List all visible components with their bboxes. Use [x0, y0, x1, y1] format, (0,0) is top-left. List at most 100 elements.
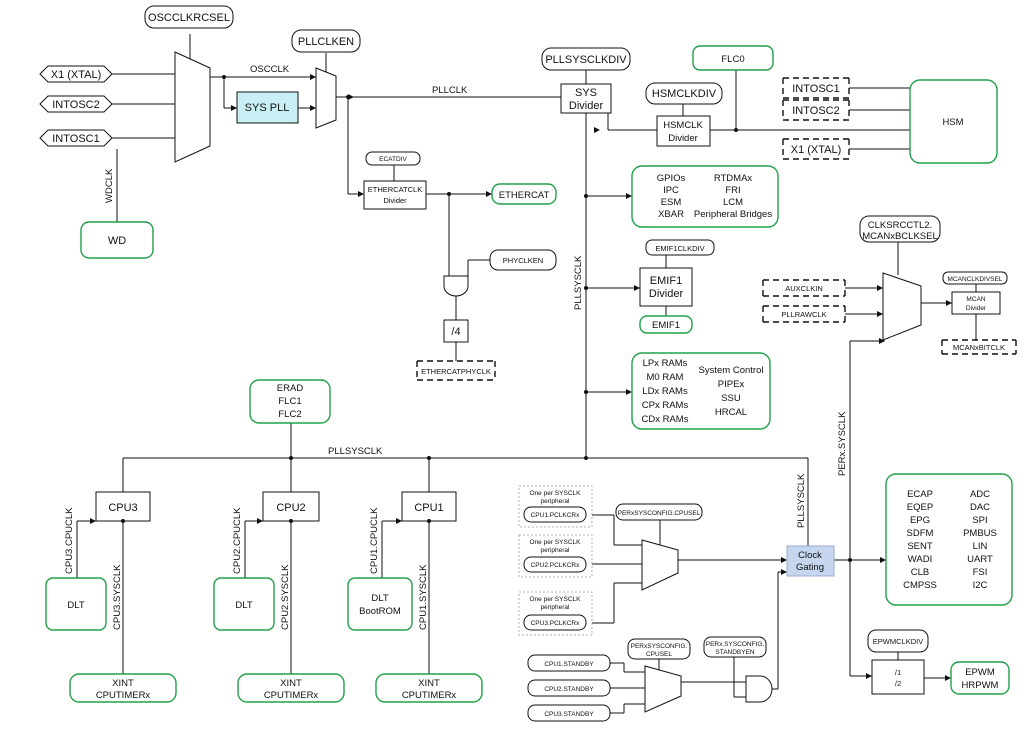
hsm-intosc2-input: INTOSC2 [782, 99, 850, 121]
flc0-peripheral: FLC0 [692, 45, 774, 71]
svg-text:XBAR: XBAR [658, 209, 684, 220]
svg-text:INTOSC1: INTOSC1 [52, 133, 99, 145]
svg-text:CPU2.STANDBY: CPU2.STANDBY [544, 686, 594, 693]
cpu3-dlt: DLT [45, 577, 107, 631]
svg-text:FSI: FSI [973, 567, 988, 578]
cpu2-cpuclk-label: CPU2.CPUCLK [232, 507, 243, 574]
svg-text:CMPSS: CMPSS [903, 580, 937, 591]
svg-text:SDFM: SDFM [907, 528, 934, 539]
svg-text:ADC: ADC [970, 489, 990, 500]
svg-text:EMIF1CLKDIV: EMIF1CLKDIV [655, 244, 704, 253]
svg-text:EPG: EPG [910, 515, 930, 526]
svg-text:XINT: XINT [418, 678, 440, 689]
mcan-clk-div-sel-label: MCANCLKDIVSEL [942, 271, 1008, 285]
per-sysconfig-cpusel-label: PERxSYSCONFIG.CPUSEL [615, 503, 703, 521]
cpu1-standby-label: CPU1.STANDBY [527, 654, 611, 672]
hsm-x1-xtal-input: X1 (XTAL) [782, 138, 850, 160]
svg-text:EMIF1: EMIF1 [650, 275, 682, 287]
svg-text:SENT: SENT [907, 541, 933, 552]
input-intosc2: INTOSC2 [39, 95, 113, 113]
cpu2-standby-label: CPU2.STANDBY [527, 679, 611, 697]
cpu1-cpuclk-label: CPU1.CPUCLK [369, 507, 380, 574]
svg-text:XINT: XINT [112, 678, 134, 689]
svg-text:LDx RAMs: LDx RAMs [642, 386, 688, 397]
ethercat-peripheral: ETHERCAT [491, 183, 557, 205]
svg-text:Clock: Clock [798, 550, 822, 561]
pll-sysclk-vertical-label: PLLSYSCLK [573, 255, 584, 310]
svg-text:IPC: IPC [663, 185, 679, 196]
clk-src-ctl2-label: CLKSRCCTL2. MCANxBCLKSEL [859, 215, 941, 243]
svg-text:Divider: Divider [668, 133, 698, 144]
pll-sysclk-gating-label: PLLSYSCLK [796, 473, 807, 528]
cpu2-xint: XINT CPUTIMERx [237, 673, 345, 703]
hsm-peripheral: HSM [909, 79, 998, 164]
gpio-peripheral-group: GPIOs IPC ESM XBAR RTDMAx FRI LCM Periph… [631, 165, 779, 228]
svg-text:MCANxBITCLK: MCANxBITCLK [953, 343, 1005, 352]
svg-text:CDx RAMs: CDx RAMs [642, 414, 689, 425]
svg-text:ETHERCAT: ETHERCAT [499, 190, 550, 201]
pll-clk-signal-label: PLLCLK [432, 85, 468, 96]
cpu1-block: CPU1 [401, 491, 457, 522]
svg-text:HSMCLKDIV: HSMCLKDIV [652, 88, 717, 100]
svg-text:ERAD: ERAD [277, 383, 304, 394]
svg-text:BootROM: BootROM [359, 606, 401, 617]
hsm-divider-block: HSMCLK Divider [656, 115, 711, 147]
per-sysconfig-cpusel2-label: PERxSYSCONFIG. CPUSEL [627, 638, 691, 660]
svg-text:CPU1: CPU1 [414, 502, 443, 514]
sys-pll-block: SYS PLL [236, 91, 299, 124]
svg-text:HSMCLK: HSMCLK [663, 120, 703, 131]
svg-text:/2: /2 [895, 679, 901, 688]
cpu1-dlt-bootrom: DLT BootROM [347, 577, 413, 631]
svg-text:System Control: System Control [699, 365, 764, 376]
svg-text:MCANCLKDIVSEL: MCANCLKDIVSEL [948, 276, 1003, 283]
epwm-divider-block: /1 /2 [871, 659, 925, 695]
sys-divider-block: SYS Divider [560, 83, 612, 114]
svg-text:Gating: Gating [796, 562, 824, 573]
ram-peripheral-group: LPx RAMs M0 RAM LDx RAMs CPx RAMs CDx RA… [631, 352, 771, 430]
ecat-div-label: ECATDIV [365, 151, 421, 166]
oscclk-mux [174, 51, 211, 163]
auxclkin-input: AUXCLKIN [762, 279, 846, 297]
svg-text:CPU3.STANDBY: CPU3.STANDBY [544, 711, 594, 718]
svg-text:PERxSYSCONFIG.: PERxSYSCONFIG. [631, 643, 688, 650]
svg-text:SPI: SPI [972, 515, 987, 526]
per-peripheral-group: ECAP EQEP EPG SDFM SENT WADI CLB CMPSS A… [885, 473, 1013, 606]
svg-text:DLT: DLT [371, 593, 388, 604]
svg-text:CLB: CLB [911, 567, 929, 578]
svg-text:CPU3.PCLKCRx: CPU3.PCLKCRx [531, 620, 581, 627]
cpu3-xint: XINT CPUTIMERx [69, 673, 177, 703]
svg-text:CPUTIMERx: CPUTIMERx [96, 690, 151, 701]
svg-text:XINT: XINT [280, 678, 302, 689]
svg-text:LCM: LCM [723, 197, 743, 208]
svg-text:GPIOs: GPIOs [657, 173, 686, 184]
svg-text:ETHERCATCLK: ETHERCATCLK [368, 185, 422, 194]
svg-text:CPU1.PCLKCRx: CPU1.PCLKCRx [531, 512, 581, 519]
svg-text:PIPEx: PIPEx [718, 379, 745, 390]
phyclk-and-gate [443, 275, 469, 297]
svg-text:EQEP: EQEP [907, 502, 933, 513]
svg-text:PHYCLKEN: PHYCLKEN [503, 256, 543, 265]
junction-dots [121, 75, 852, 562]
svg-text:Divider: Divider [649, 288, 684, 300]
cpu3-block: CPU3 [95, 491, 151, 522]
svg-text:EPWM: EPWM [965, 667, 995, 678]
emif1-divider-block: EMIF1 Divider [639, 267, 693, 307]
svg-text:M0 RAM: M0 RAM [647, 372, 684, 383]
svg-text:peripheral: peripheral [541, 604, 570, 611]
pll-sys-clk-div-label: PLLSYSCLKDIV [541, 47, 631, 71]
svg-text:FLC2: FLC2 [278, 409, 301, 420]
svg-text:WADI: WADI [908, 554, 932, 565]
osc-clk-signal-label: OSCCLK [250, 64, 290, 75]
arrowheads [90, 74, 952, 681]
svg-text:X1 (XTAL): X1 (XTAL) [51, 69, 102, 81]
svg-text:I2C: I2C [973, 580, 988, 591]
svg-text:STANDBYEN: STANDBYEN [715, 649, 755, 656]
svg-text:OSCCLKRCSEL: OSCCLKRCSEL [148, 12, 230, 24]
svg-text:PLLSYSCLKDIV: PLLSYSCLKDIV [545, 54, 627, 66]
erad-flc-peripheral: ERAD FLC1 FLC2 [249, 379, 331, 424]
input-intosc1: INTOSC1 [39, 129, 113, 147]
svg-text:FLC0: FLC0 [721, 54, 744, 65]
svg-text:CPU2.PCLKCRx: CPU2.PCLKCRx [531, 562, 581, 569]
cpusel-mux [641, 539, 679, 591]
emif1-peripheral: EMIF1 [639, 315, 693, 334]
